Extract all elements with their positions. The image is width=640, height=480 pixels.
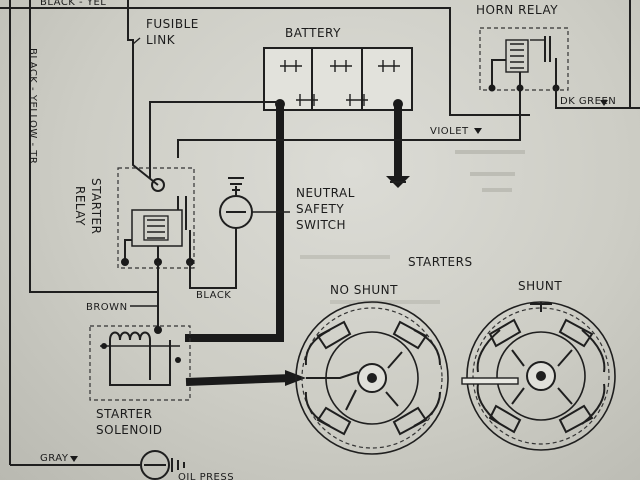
gray-label: GRAY <box>40 453 69 464</box>
shunt-terminal-stud <box>461 377 519 385</box>
starter-solenoid-box <box>89 325 191 401</box>
battery-label: BATTERY <box>285 26 341 40</box>
starter-solenoid-label-1: STARTER <box>96 407 152 421</box>
neutral-switch-wire <box>189 228 237 289</box>
left-wire-black-yellow <box>29 0 158 293</box>
battery-positive-terminal <box>275 99 285 109</box>
violet-wire <box>177 88 521 158</box>
horn-relay-terminal-2 <box>516 84 524 92</box>
horn-relay-coil <box>505 36 551 73</box>
brown-label: BROWN <box>86 302 128 313</box>
starter-relay-fuse-node <box>151 178 165 192</box>
horn-relay-box <box>479 27 569 91</box>
starters-label: STARTERS <box>408 255 473 269</box>
battery <box>263 47 413 111</box>
no-shunt-label: NO SHUNT <box>330 283 398 297</box>
black-label: BLACK <box>196 290 231 301</box>
starter-relay-label-1: STARTER <box>89 178 103 234</box>
fusible-link-wire <box>127 0 159 186</box>
fusible-link-label-2: LINK <box>146 33 176 47</box>
neutral-label-3: SWITCH <box>296 218 346 232</box>
oil-pressure-switch <box>140 450 185 480</box>
neutral-label-1: NEUTRAL <box>296 186 355 200</box>
starter-relay-terminal-1 <box>121 258 129 266</box>
dk-green-arrow <box>600 100 608 106</box>
starter-relay-box <box>117 167 195 269</box>
horn-relay-label: HORN RELAY <box>476 3 558 17</box>
oil-press-label: OIL PRESS <box>178 472 234 480</box>
starter-motor-cable <box>185 374 293 386</box>
starter-relay-label-2: RELAY <box>73 186 87 226</box>
dk-green-wire <box>555 88 640 109</box>
starter-solenoid-coil <box>100 326 181 386</box>
horn-relay-terminal-1 <box>488 84 496 92</box>
top-cut-label: BLACK - YEL <box>40 0 106 8</box>
dk-green-label: DK GREEN <box>560 96 616 107</box>
starter-motor-shunt <box>466 301 616 451</box>
violet-label: VIOLET <box>430 126 469 137</box>
faded-background-text <box>300 150 525 304</box>
violet-arrow <box>474 128 482 134</box>
starter-motor-no-shunt <box>295 301 449 455</box>
battery-positive-cable <box>185 104 284 342</box>
starter-relay-coil <box>131 196 187 247</box>
battery-negative-terminal <box>393 99 403 109</box>
battery-relay-feed <box>149 101 278 178</box>
fusible-link-label-1: FUSIBLE <box>146 17 199 31</box>
top-bus-wire <box>0 7 530 116</box>
gray-arrow <box>70 456 78 462</box>
starter-solenoid-label-2: SOLENOID <box>96 423 163 437</box>
shunt-label: SHUNT <box>518 279 562 293</box>
neutral-safety-switch <box>219 177 253 229</box>
black-yellow-tr-label: BLACK - YELLOW - TR <box>27 48 38 164</box>
fusible-link-leader <box>132 37 141 45</box>
neutral-label-2: SAFETY <box>296 202 344 216</box>
